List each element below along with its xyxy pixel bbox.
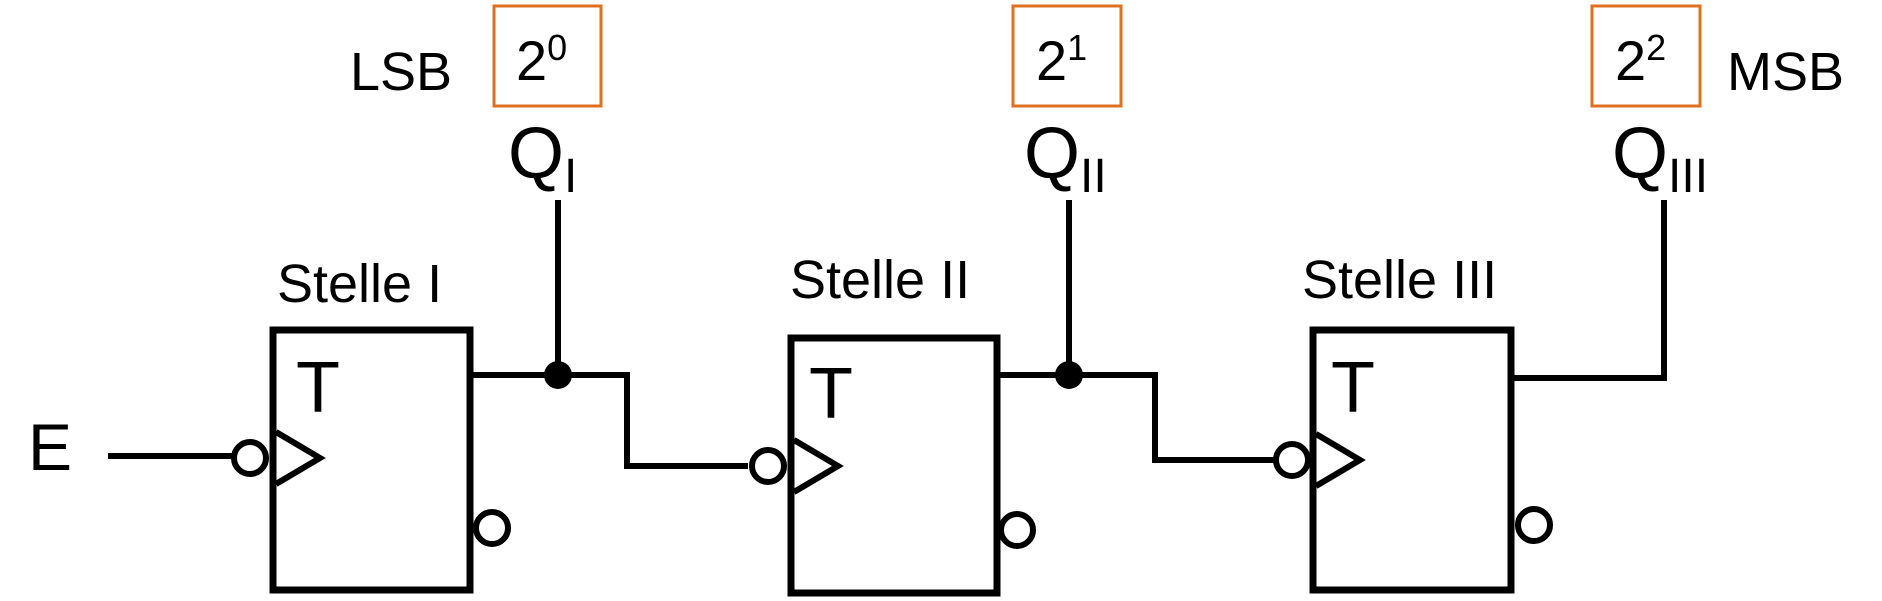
output-label-q1: QI <box>508 114 577 203</box>
output-subscript: II <box>1080 150 1107 203</box>
toggle-letter: T <box>809 354 853 434</box>
lsb-label: LSB <box>350 42 452 102</box>
weight-base: 2 <box>516 29 547 92</box>
output-label-q3: QIII <box>1612 114 1708 203</box>
clock-inversion-bubble <box>231 439 269 477</box>
inverted-output-bubble <box>473 509 511 547</box>
weight-base: 2 <box>1615 29 1646 92</box>
junction-dot <box>544 361 572 389</box>
flipflop-stage-2: T Stelle II <box>749 250 1036 597</box>
clock-triangle <box>274 429 326 487</box>
weight-box <box>1011 4 1123 108</box>
weight-exponent: 1 <box>1067 27 1087 68</box>
wire-stage1-to-stage2 <box>470 372 748 469</box>
input-label: E <box>28 410 72 484</box>
flipflop-stage-1: T Stelle I <box>231 254 511 594</box>
msb-label: MSB <box>1727 42 1844 102</box>
wire-stage2-to-stage3 <box>997 372 1274 463</box>
weight-label: 22 <box>1615 27 1666 92</box>
clock-triangle <box>1314 431 1366 489</box>
clock-triangle <box>792 437 844 495</box>
clock-inversion-bubble <box>1273 441 1311 479</box>
weight-label: 21 <box>1036 27 1087 92</box>
inverted-output-bubble <box>1515 506 1553 544</box>
flipflop-body <box>1309 326 1515 594</box>
output-wire-q3 <box>1511 200 1667 381</box>
weight-exponent: 2 <box>1646 27 1666 68</box>
output-letter: Q <box>1024 114 1080 194</box>
weight-box <box>1590 4 1702 108</box>
junction-dot <box>1055 361 1083 389</box>
stage-label: Stelle III <box>1302 250 1497 310</box>
toggle-letter: T <box>1331 348 1375 428</box>
output-subscript: I <box>564 150 577 203</box>
weight-box <box>492 4 603 108</box>
weight-base: 2 <box>1036 29 1067 92</box>
output-letter: Q <box>1612 114 1668 194</box>
weight-exponent: 0 <box>547 27 567 68</box>
flipflop-stage-3: T Stelle III <box>1273 250 1553 594</box>
clock-inversion-bubble <box>749 447 787 485</box>
output-label-q2: QII <box>1024 114 1107 203</box>
weight-label: 20 <box>516 27 567 92</box>
output-letter: Q <box>508 114 564 194</box>
stage-label: Stelle II <box>790 250 970 310</box>
toggle-letter: T <box>296 348 340 428</box>
stage-label: Stelle I <box>277 254 442 314</box>
inverted-output-bubble <box>998 511 1036 549</box>
output-subscript: III <box>1668 150 1708 203</box>
flipflop-body <box>269 326 474 594</box>
flipflop-body <box>787 334 1001 597</box>
